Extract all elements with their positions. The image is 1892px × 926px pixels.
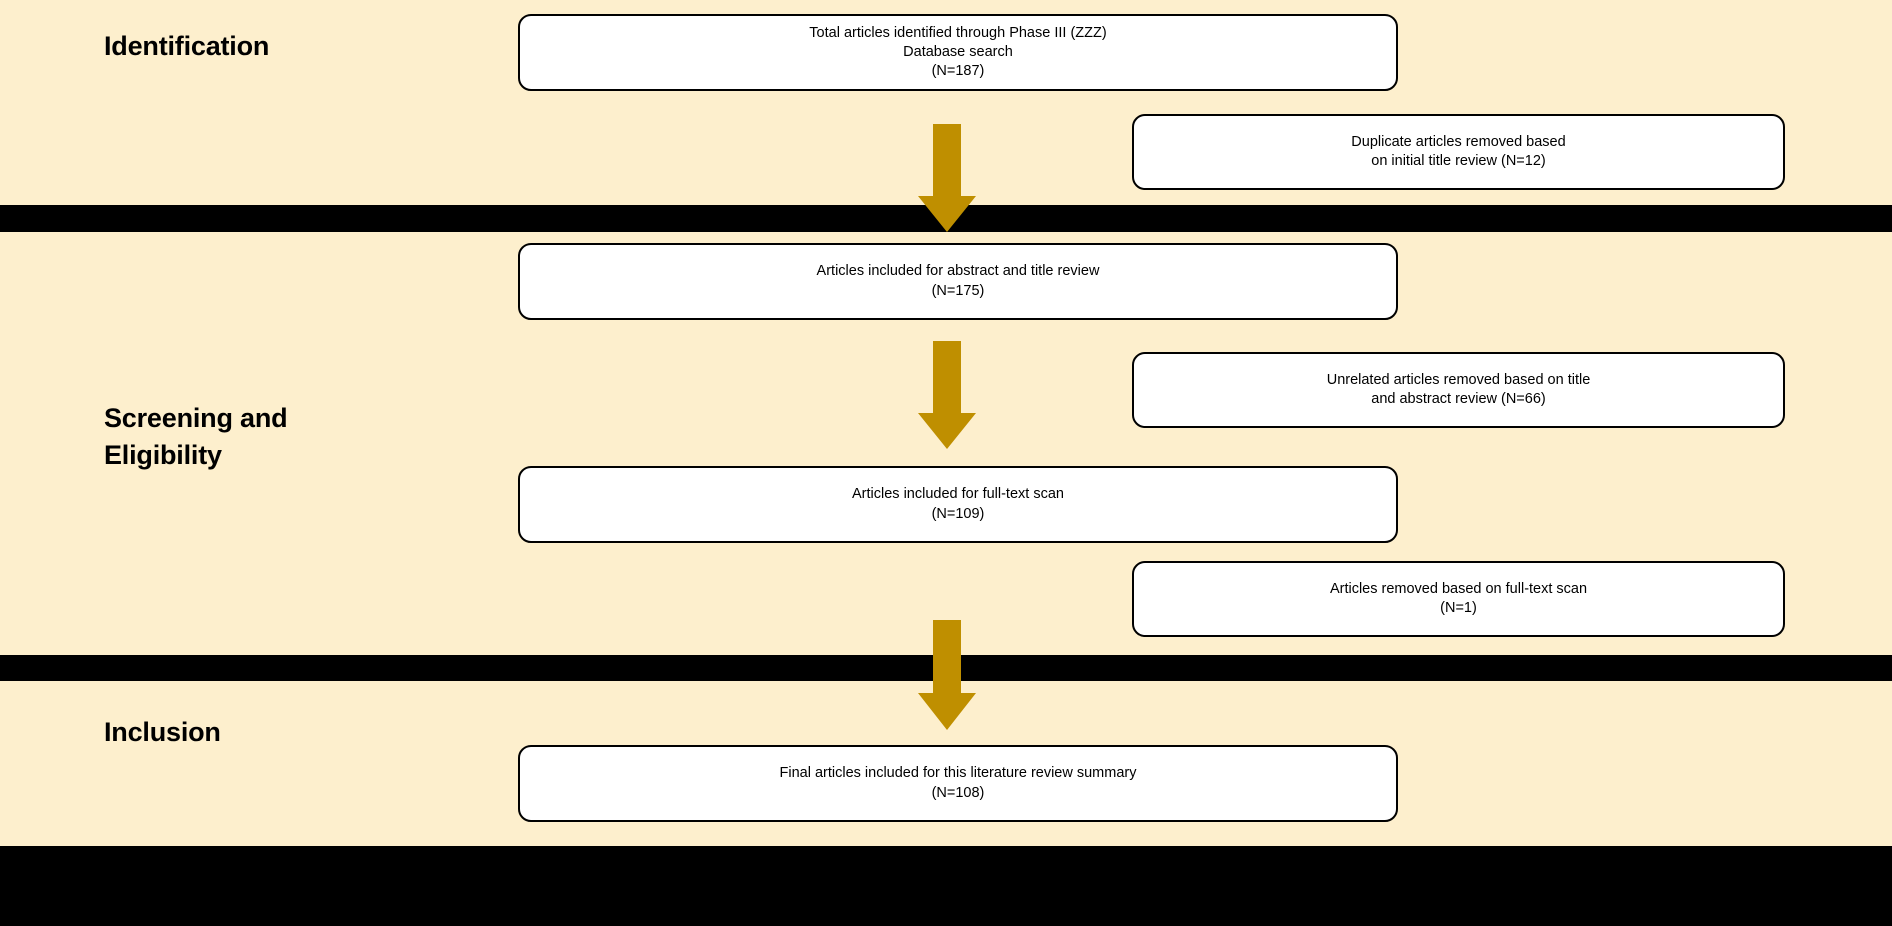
box-final-articles-included-text: Final articles included for this literat… xyxy=(779,765,1137,801)
box-duplicates-removed-text: Duplicate articles removed based on init… xyxy=(1351,133,1566,169)
box-unrelated-removed[interactable]: Unrelated articles removed based on titl… xyxy=(1132,352,1785,428)
box-full-text-removed[interactable]: Articles removed based on full-text scan… xyxy=(1132,561,1785,637)
box-duplicates-removed[interactable]: Duplicate articles removed based on init… xyxy=(1132,114,1785,190)
box-articles-abstract-title-review[interactable]: Articles included for abstract and title… xyxy=(518,243,1398,320)
stage-label-screening-and-eligibility: Screening and Eligibility xyxy=(104,403,288,471)
arrow-screening-to-eligibility xyxy=(918,341,976,449)
arrow-eligibility-to-inclusion xyxy=(918,620,976,730)
stage-label-identification: Identification xyxy=(104,31,270,61)
box-articles-full-text-scan-text: Articles included for full-text scan (N=… xyxy=(852,486,1064,522)
arrow-identification-to-screening xyxy=(918,124,976,232)
box-full-text-removed-text: Articles removed based on full-text scan… xyxy=(1329,580,1588,616)
stage-label-inclusion: Inclusion xyxy=(104,717,221,747)
box-articles-full-text-scan[interactable]: Articles included for full-text scan (N=… xyxy=(518,466,1398,543)
box-articles-abstract-title-review-text: Articles included for abstract and title… xyxy=(816,263,1100,299)
box-total-articles-identified[interactable]: Total articles identified through Phase … xyxy=(518,14,1398,91)
box-final-articles-included[interactable]: Final articles included for this literat… xyxy=(518,745,1398,822)
box-total-articles-identified-text: Total articles identified through Phase … xyxy=(809,24,1107,80)
footer-band xyxy=(0,846,1892,926)
box-unrelated-removed-text: Unrelated articles removed based on titl… xyxy=(1326,371,1591,407)
